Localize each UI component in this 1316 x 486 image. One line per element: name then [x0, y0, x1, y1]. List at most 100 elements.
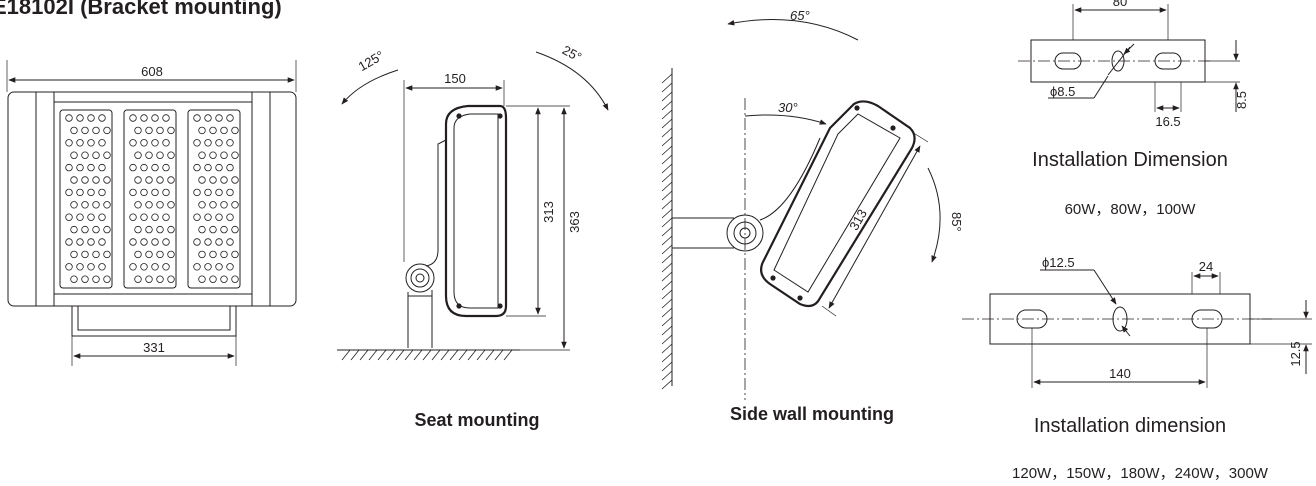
- hatch-line: [661, 352, 673, 363]
- led-dot: [151, 163, 159, 172]
- led-dot: [204, 139, 212, 147]
- hatch-line: [458, 349, 468, 361]
- hatch-line: [449, 349, 459, 361]
- led-dot: [193, 114, 201, 122]
- wall-hatch: [661, 73, 673, 390]
- angle-125-label: 125°: [356, 48, 387, 74]
- led-dot: [167, 250, 175, 259]
- led-dot: [215, 238, 223, 246]
- led-dot: [92, 250, 100, 259]
- led-dot: [87, 238, 95, 246]
- led-dot: [167, 201, 175, 209]
- led-dot: [134, 250, 142, 259]
- led-dot: [204, 238, 212, 246]
- angle-30-label: 30°: [778, 100, 798, 115]
- hatch-line: [503, 349, 513, 361]
- led-dot: [231, 250, 239, 259]
- led-dot: [193, 238, 201, 246]
- hatch-line: [661, 316, 673, 327]
- installation-small: 80 ϕ8.5 16.5 8.5 Installation Dimension …: [1018, 0, 1249, 218]
- led-dot: [92, 275, 100, 283]
- led-dot: [215, 114, 223, 122]
- led-dot: [76, 114, 84, 122]
- hatch-line: [494, 349, 504, 361]
- hatch-line: [350, 349, 360, 361]
- led-dot: [129, 263, 137, 271]
- led-dot: [204, 213, 212, 221]
- led-dot: [65, 163, 73, 172]
- led-dot: [145, 250, 153, 259]
- ground-hatch: [341, 349, 513, 361]
- installation-dimension-large-label: Installation dimension: [1034, 415, 1226, 437]
- led-dot: [156, 275, 164, 283]
- led-dot: [103, 151, 111, 159]
- led-dot: [209, 176, 217, 184]
- power-small-label: 60W，80W，100W: [1065, 201, 1197, 218]
- hatch-line: [422, 349, 432, 361]
- led-dot: [226, 114, 234, 122]
- led-dot: [70, 151, 78, 159]
- hatch-line: [661, 262, 673, 273]
- hatch-line: [661, 217, 673, 228]
- led-dot: [204, 114, 212, 122]
- led-dot: [162, 263, 170, 271]
- led-dot: [70, 250, 78, 259]
- hatch-line: [661, 334, 673, 345]
- led-dot: [209, 275, 217, 283]
- led-dot: [204, 163, 212, 172]
- page-title: E18102I (Bracket mounting): [0, 0, 282, 19]
- led-dot: [70, 225, 78, 234]
- led-dot: [140, 263, 148, 271]
- led-dot: [162, 163, 170, 172]
- led-dot: [65, 188, 73, 197]
- led-dot: [92, 151, 100, 159]
- hatch-line: [661, 82, 673, 93]
- led-dot: [220, 201, 228, 209]
- led-dot: [151, 139, 159, 147]
- led-dot: [204, 188, 212, 197]
- led-dot: [231, 225, 239, 234]
- hatch-line: [661, 307, 673, 318]
- led-dot: [76, 163, 84, 172]
- height-363-label: 363: [567, 211, 582, 233]
- led-dot: [98, 263, 106, 271]
- led-dot: [76, 263, 84, 271]
- led-dot: [220, 176, 228, 184]
- led-dot: [76, 188, 84, 197]
- led-dot: [145, 225, 153, 234]
- led-dot: [162, 139, 170, 147]
- led-dot: [92, 225, 100, 234]
- hatch-line: [485, 349, 495, 361]
- led-dot: [215, 139, 223, 147]
- hole-dia-12-5-label: ϕ12.5: [1042, 255, 1075, 270]
- hatch-line: [476, 349, 486, 361]
- led-dot: [76, 139, 84, 147]
- angle-65-label: 65°: [790, 8, 810, 23]
- led-dot: [167, 126, 175, 135]
- hatch-line: [404, 349, 414, 361]
- led-dot: [231, 201, 239, 209]
- led-dot: [220, 151, 228, 159]
- led-dot: [134, 151, 142, 159]
- hatch-line: [661, 118, 673, 129]
- led-dot: [81, 176, 89, 184]
- hatch-line: [395, 349, 405, 361]
- slot-24-label: 24: [1199, 259, 1213, 274]
- led-dot: [140, 188, 148, 197]
- installation-large: ϕ12.5 24 140 12.5 Installation dimension…: [962, 255, 1312, 482]
- hatch-line: [661, 379, 673, 390]
- led-dot: [134, 275, 142, 283]
- hatch-line: [661, 325, 673, 336]
- led-dot: [87, 188, 95, 197]
- led-dot: [220, 250, 228, 259]
- side-wall-mounting-caption: Side wall mounting: [730, 404, 894, 424]
- hatch-line: [661, 235, 673, 246]
- led-dot: [134, 201, 142, 209]
- hatch-line: [661, 145, 673, 156]
- led-dot: [156, 151, 164, 159]
- led-dot: [209, 151, 217, 159]
- led-dot: [167, 151, 175, 159]
- led-dot: [151, 238, 159, 246]
- hatch-line: [661, 361, 673, 372]
- led-dot: [215, 188, 223, 197]
